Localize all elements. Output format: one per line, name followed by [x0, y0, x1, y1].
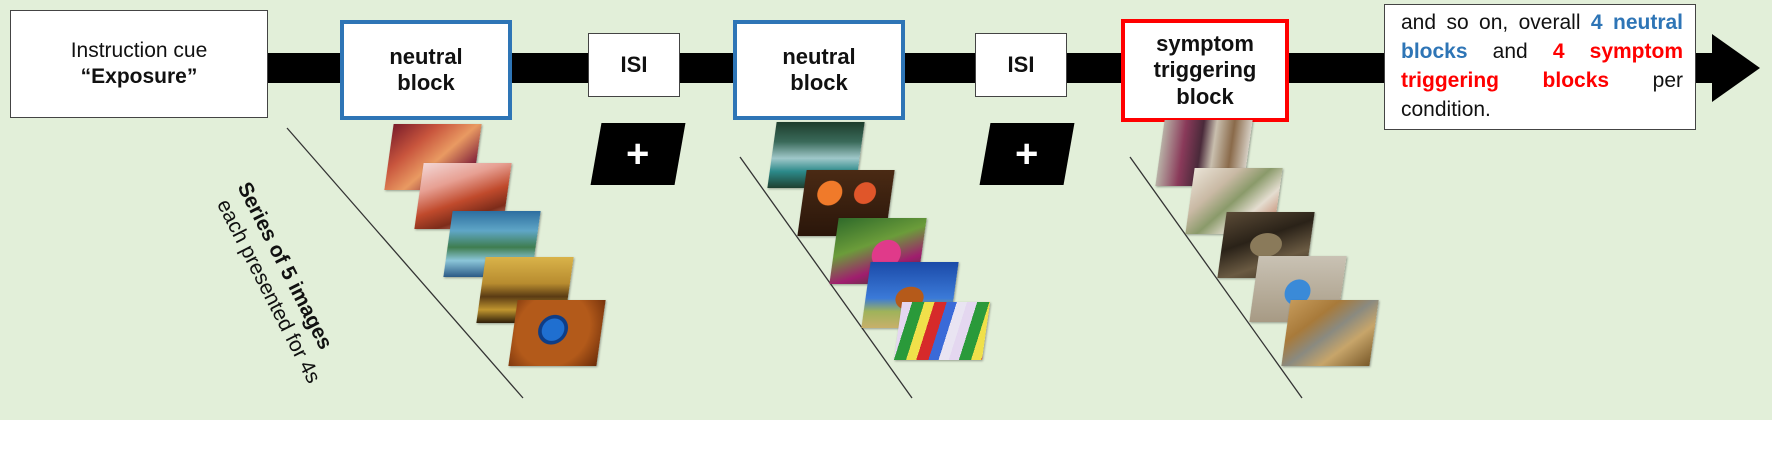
note-neutral-count: 4 neutral: [1590, 11, 1684, 34]
symptom-block: symptom triggering block: [1121, 19, 1289, 122]
note-symptom-blocks: triggering blocks: [1401, 69, 1610, 92]
symptom-block-line2: triggering: [1153, 57, 1257, 83]
note-text-2: and: [1467, 40, 1553, 63]
series-line-1: [286, 127, 524, 399]
image-clothespins: [893, 302, 991, 360]
diagonal-time-lines: [286, 127, 1303, 399]
summary-note: and so on, overall 4 neutral blocks and …: [1384, 4, 1696, 130]
series-line-2: [739, 156, 913, 399]
timeline-arrowhead: [1712, 34, 1760, 102]
note-neutral-blocks: blocks: [1401, 40, 1468, 63]
note-text-1: and so on, overall: [1401, 11, 1591, 34]
instruction-cue-name: “Exposure”: [80, 65, 198, 88]
neutral-block-2: neutral block: [733, 20, 905, 120]
instruction-cue-box: Instruction cue “Exposure”: [10, 10, 268, 118]
instruction-cue-label: Instruction cue: [70, 38, 208, 62]
symptom-block-line1: symptom: [1156, 30, 1254, 56]
neutral-block-1-line1: neutral: [389, 43, 463, 69]
image-floor-tiles: [1281, 300, 1379, 366]
experiment-diagram: Instruction cue “Exposure” neutral block…: [0, 0, 1772, 420]
isi-label-2: ISI: [1007, 52, 1035, 77]
neutral-block-2-line1: neutral: [782, 43, 856, 69]
symptom-block-line3: block: [1176, 83, 1234, 109]
neutral-block-1: neutral block: [340, 20, 512, 120]
image-blue-cup: [508, 300, 606, 366]
isi-label-1: ISI: [620, 52, 648, 77]
neutral-block-1-line2: block: [397, 70, 455, 95]
isi-box-2: ISI: [975, 33, 1067, 97]
series-line-3: [1129, 156, 1303, 399]
note-symptom-count: 4 symptom: [1552, 40, 1683, 63]
neutral-block-2-line2: block: [790, 70, 848, 95]
note-text-3: per condition.: [1401, 69, 1684, 121]
isi-box-1: ISI: [588, 33, 680, 97]
